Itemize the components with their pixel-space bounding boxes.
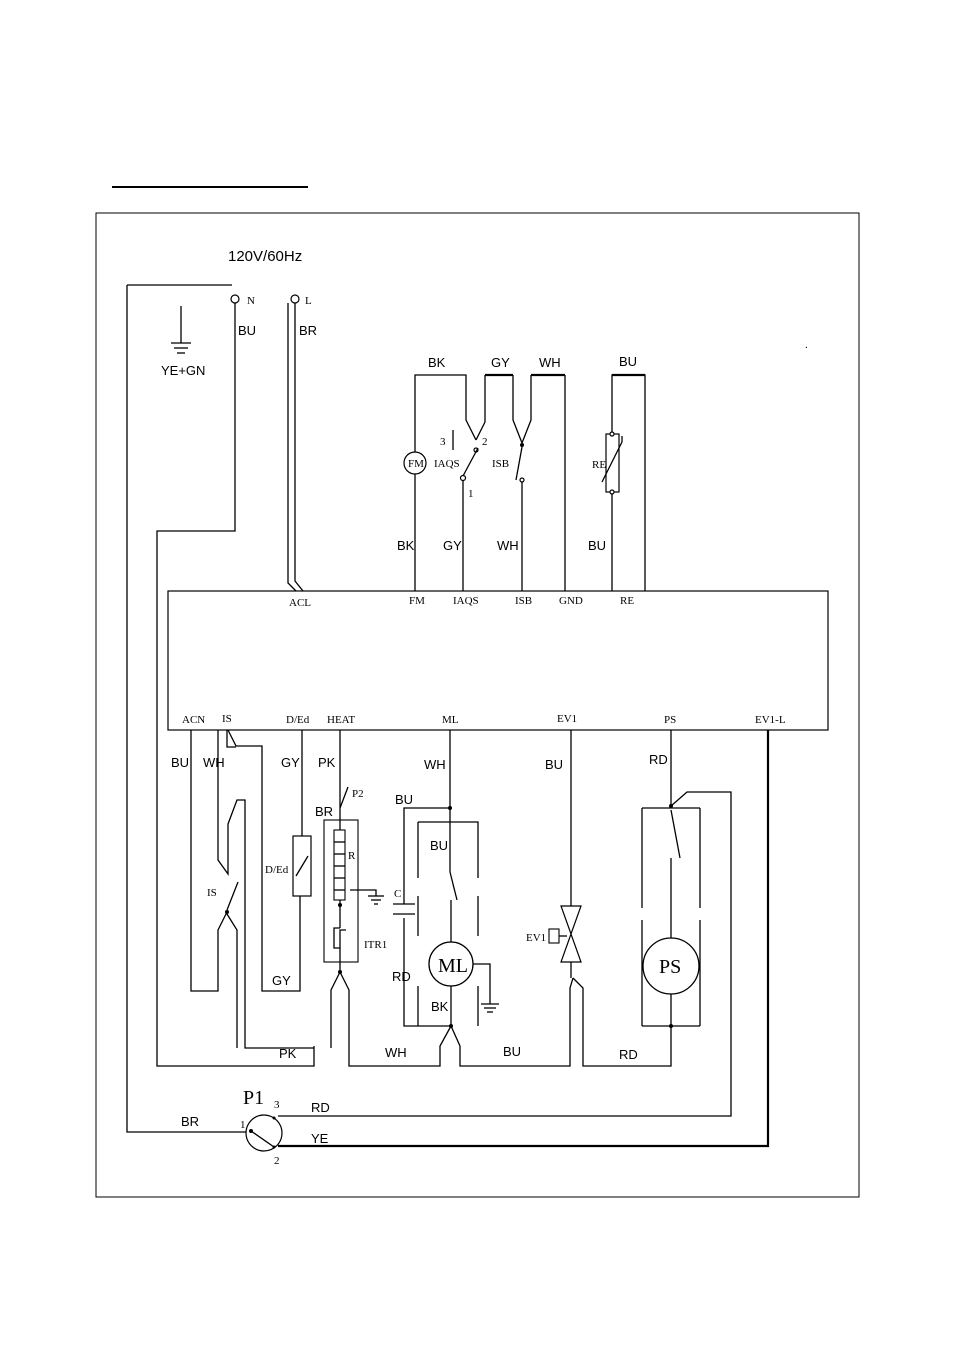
wire-ml-bk-label: BK	[431, 999, 449, 1014]
terminal-l-label: L	[305, 295, 312, 307]
wire-n	[157, 303, 314, 1066]
wire-isb-bottom-label: WH	[497, 538, 519, 553]
wire-fm-bottom-label: BK	[397, 538, 415, 553]
ps-label: PS	[659, 956, 681, 978]
wire-pk-low-label: PK	[279, 1046, 297, 1061]
wire-ml-bu2-label: BU	[430, 838, 448, 853]
ev1-label: EV1	[526, 932, 546, 944]
pin-acn: ACN	[182, 714, 205, 726]
p1-pin1: 1	[240, 1119, 246, 1131]
ps-switch	[671, 810, 680, 858]
wire-iaqs-top-label: GY	[491, 355, 510, 370]
pin-gnd: GND	[559, 595, 583, 607]
ground-label: YE+GN	[161, 363, 205, 378]
p1-pin3: 3	[274, 1099, 280, 1111]
wire-is-label: WH	[203, 755, 225, 770]
iaqs-pin2: 2	[482, 436, 488, 448]
is-label: IS	[207, 887, 217, 899]
wire-bu-low-label: BU	[503, 1044, 521, 1059]
terminal-n	[231, 295, 239, 303]
terminal-l	[291, 295, 299, 303]
wire-l-label: BR	[299, 323, 317, 338]
isb-label: ISB	[492, 458, 509, 470]
pin-ps: PS	[664, 714, 676, 726]
wire-isb-top-label: WH	[539, 355, 561, 370]
ev1-valve	[561, 906, 581, 934]
diagram-frame	[96, 213, 859, 1197]
re-label: RE	[592, 459, 606, 471]
iaqs-pin3: 3	[440, 436, 446, 448]
re-thermistor	[606, 434, 619, 492]
p1-switch	[246, 1115, 282, 1151]
pin-iaqs: IAQS	[453, 595, 479, 607]
itr1-label: ITR1	[364, 939, 387, 951]
wire-gy-low-label: GY	[272, 973, 291, 988]
wire-ml-bu1-label: BU	[395, 792, 413, 807]
itr1-fuse	[334, 928, 346, 948]
wire-p1-rd-label: RD	[311, 1100, 330, 1115]
wire-acn-label: BU	[171, 755, 189, 770]
pin-acl: ACL	[289, 597, 311, 609]
wire-n-label: BU	[238, 323, 256, 338]
wire-itr-br-label: BR	[315, 804, 333, 819]
supply-voltage: 120V/60Hz	[228, 248, 302, 265]
is-switch	[227, 882, 238, 910]
svg-text:.: .	[805, 339, 808, 351]
pin-fm: FM	[409, 595, 425, 607]
pin-re: RE	[620, 595, 634, 607]
iaqs-label: IAQS	[434, 458, 460, 470]
wire-re-bottom-label: BU	[588, 538, 606, 553]
wire-fm-top-label: BK	[428, 355, 446, 370]
wire-ded-label: GY	[281, 755, 300, 770]
pin-ev1: EV1	[557, 713, 577, 725]
pin-heat: HEAT	[327, 714, 355, 726]
isb-switch	[516, 447, 522, 480]
control-board	[168, 591, 828, 730]
wire-rd-low-label: RD	[619, 1047, 638, 1062]
p2-label: P2	[352, 788, 364, 800]
pin-ded: D/Ed	[286, 714, 310, 726]
p1-pin2: 2	[274, 1155, 280, 1167]
iaqs-switch	[463, 448, 478, 476]
wire-p1-br-label: BR	[181, 1114, 199, 1129]
ml-label: ML	[438, 955, 468, 977]
wire-wh-low-label: WH	[385, 1045, 407, 1060]
wire-p1-ye-label: YE	[311, 1131, 329, 1146]
pin-ev1-l: EV1-L	[755, 714, 786, 726]
wire-iaqs-bottom-label: GY	[443, 538, 462, 553]
r-label: R	[348, 850, 356, 862]
ml-switch	[450, 872, 457, 900]
wire-ml-label: WH	[424, 757, 446, 772]
ded-label: D/Ed	[265, 864, 289, 876]
p1-label: P1	[243, 1087, 264, 1109]
pin-is: IS	[222, 713, 232, 725]
p2-switch	[340, 787, 348, 808]
pin-isb: ISB	[515, 595, 532, 607]
c-label: C	[394, 888, 401, 900]
wire-ml-rd-label: RD	[392, 969, 411, 984]
ground-symbol	[171, 306, 191, 353]
pin-ml: ML	[442, 714, 459, 726]
wire-ps-label: RD	[649, 752, 668, 767]
terminal-n-label: N	[247, 295, 255, 307]
wire-re-top-label: BU	[619, 354, 637, 369]
wire-ev1-label: BU	[545, 757, 563, 772]
fm-label: FM	[408, 458, 424, 470]
wire-heat-label: PK	[318, 755, 336, 770]
iaqs-pin1: 1	[468, 488, 474, 500]
